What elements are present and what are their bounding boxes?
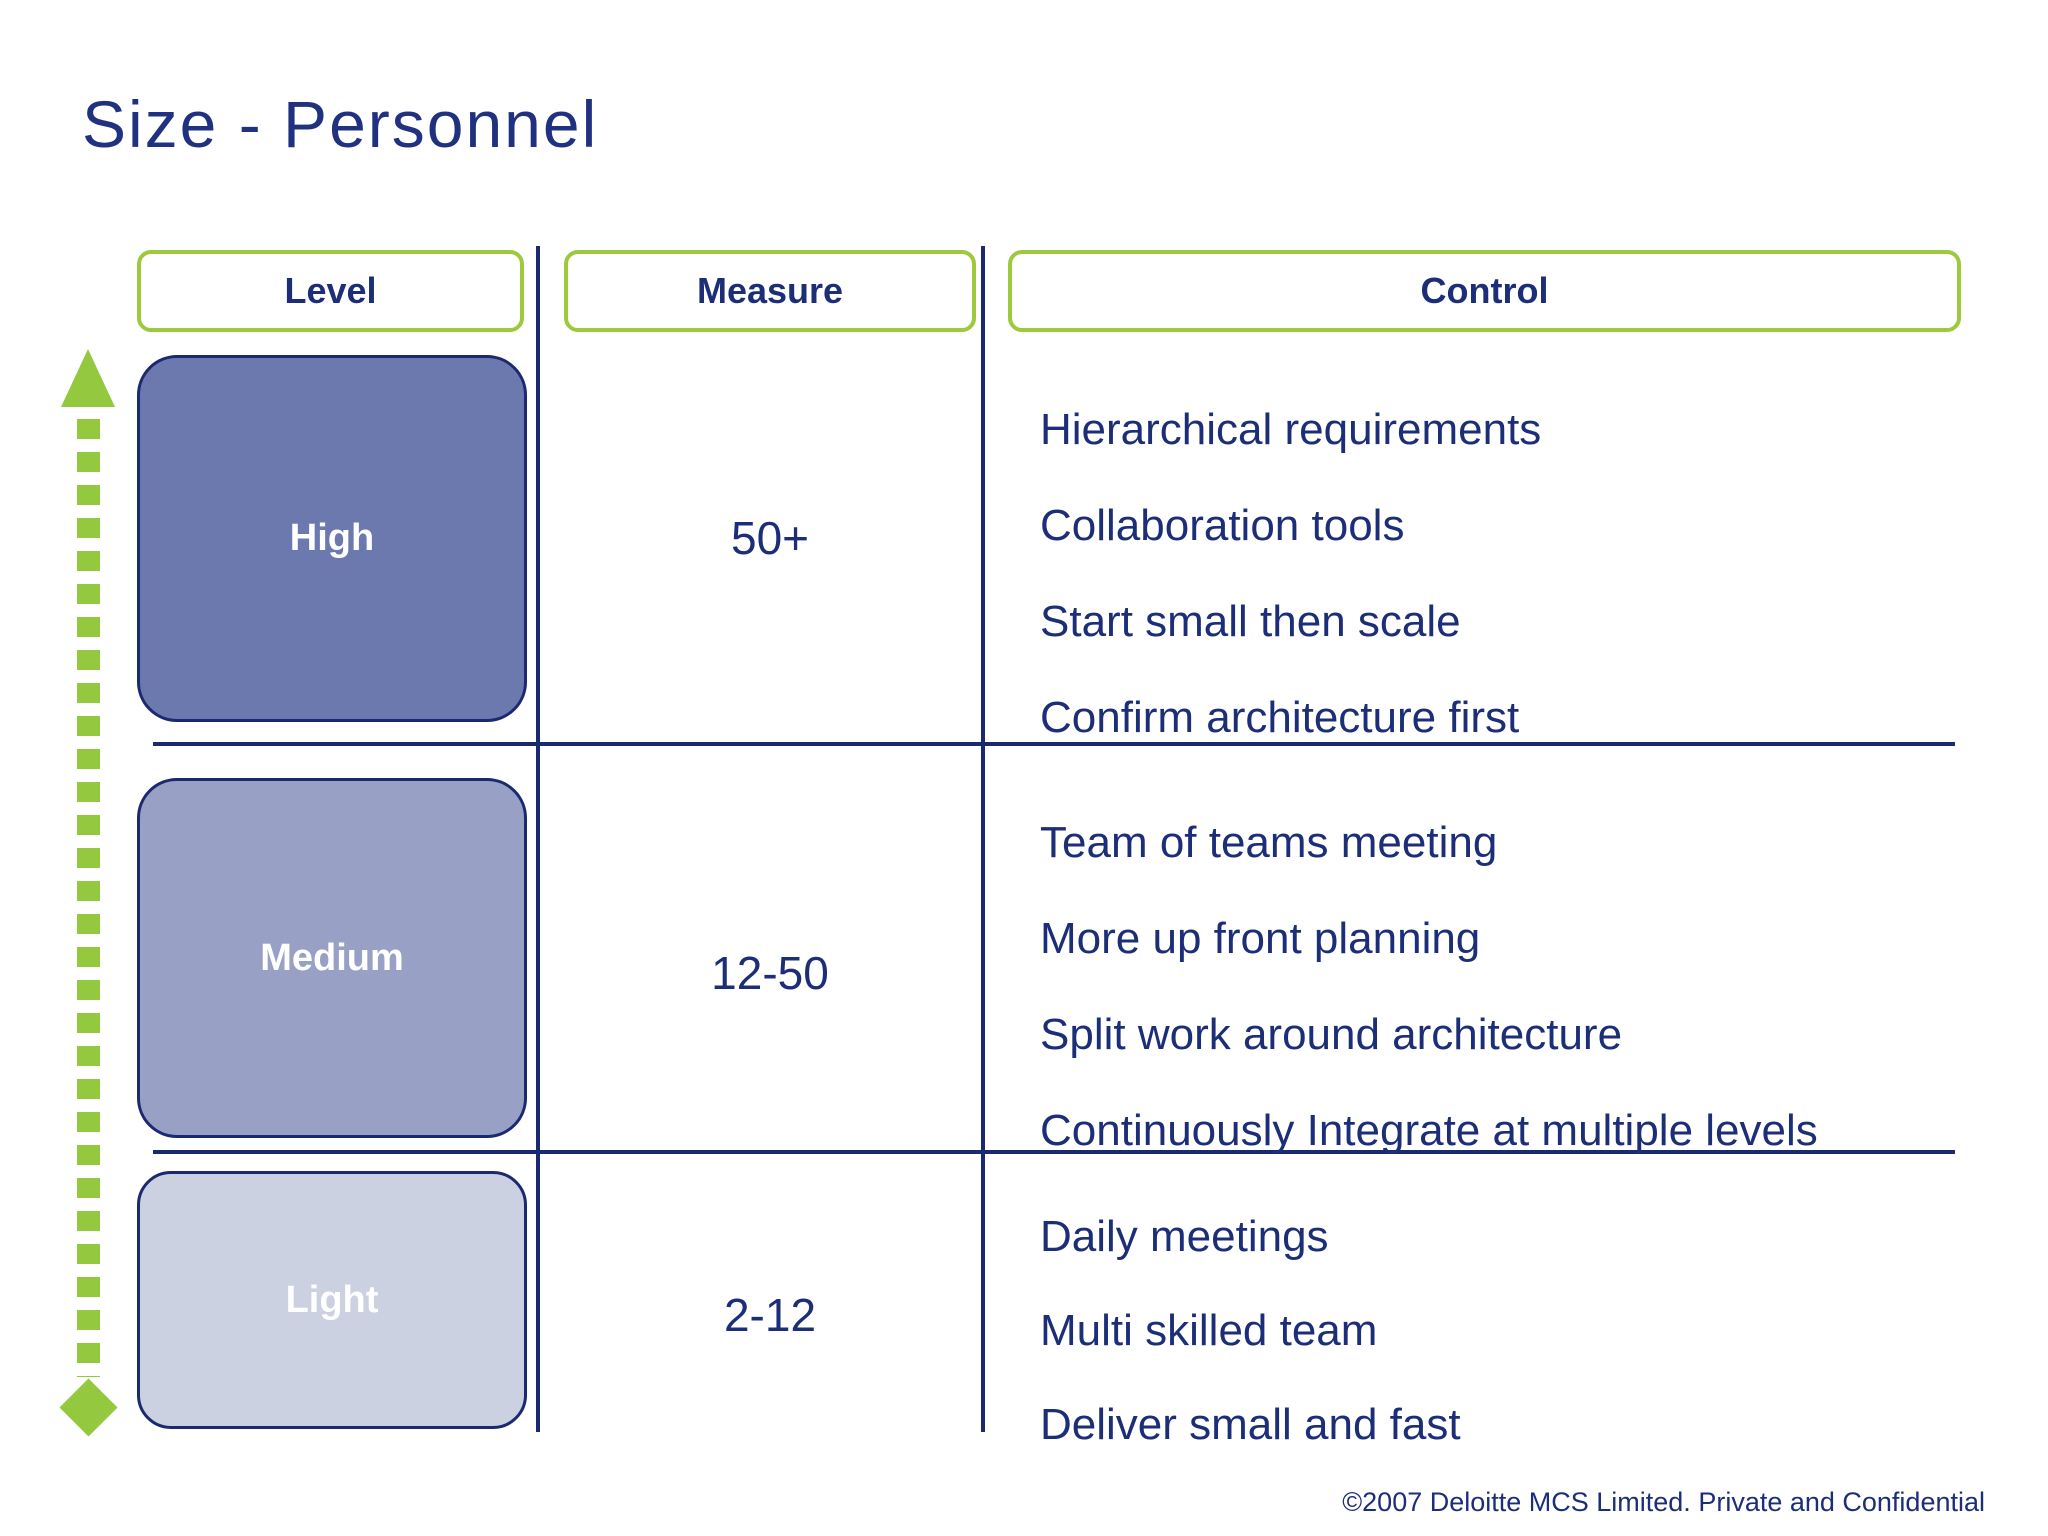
column-header-level-label: Level <box>284 270 377 311</box>
scale-arrow-dashed-shaft-icon <box>77 419 100 1377</box>
control-item: Split work around architecture <box>1040 1010 1623 1059</box>
level-box-high: High <box>137 355 527 722</box>
level-box-light-label: Light <box>285 1278 379 1321</box>
control-item: Continuously Integrate at multiple level… <box>1040 1106 1818 1155</box>
control-list-light: Daily meetings Multi skilled team Delive… <box>1040 1190 2000 1472</box>
scale-arrow-diamond-icon <box>59 1378 118 1437</box>
control-item: Start small then scale <box>1040 597 1461 646</box>
level-box-medium: Medium <box>137 778 527 1138</box>
control-item: Deliver small and fast <box>1040 1400 1461 1449</box>
control-item: Hierarchical requirements <box>1040 405 1542 454</box>
control-item: Multi skilled team <box>1040 1306 1378 1355</box>
column-divider-line <box>536 246 540 1432</box>
control-item: Confirm architecture first <box>1040 693 1520 742</box>
measure-value-light: 2-12 <box>723 1289 817 1341</box>
measure-value-medium: 12-50 <box>711 947 829 999</box>
column-header-control: Control <box>1008 250 1961 332</box>
row-divider-line <box>153 742 1955 746</box>
column-header-measure-label: Measure <box>696 270 844 311</box>
control-item: Daily meetings <box>1040 1212 1329 1261</box>
control-list-medium: Team of teams meeting More up front plan… <box>1040 795 2000 1179</box>
copyright-footer: ©2007 Deloitte MCS Limited. Private and … <box>1342 1487 1985 1517</box>
control-list-high: Hierarchical requirements Collaboration … <box>1040 382 2000 766</box>
column-header-control-label: Control <box>1420 270 1549 311</box>
column-divider-line <box>981 246 985 1432</box>
control-item: Collaboration tools <box>1040 501 1405 550</box>
page-title: Size - Personnel <box>82 87 599 161</box>
measure-value-high: 50+ <box>730 512 810 564</box>
control-item: Team of teams meeting <box>1040 818 1498 867</box>
column-header-level: Level <box>137 250 524 332</box>
level-box-medium-label: Medium <box>260 936 404 979</box>
scale-arrow-up-icon <box>61 349 115 407</box>
control-item: More up front planning <box>1040 914 1481 963</box>
level-box-high-label: High <box>289 517 375 559</box>
level-box-light: Light <box>137 1171 527 1429</box>
column-header-measure: Measure <box>564 250 976 332</box>
row-divider-line <box>153 1150 1955 1154</box>
